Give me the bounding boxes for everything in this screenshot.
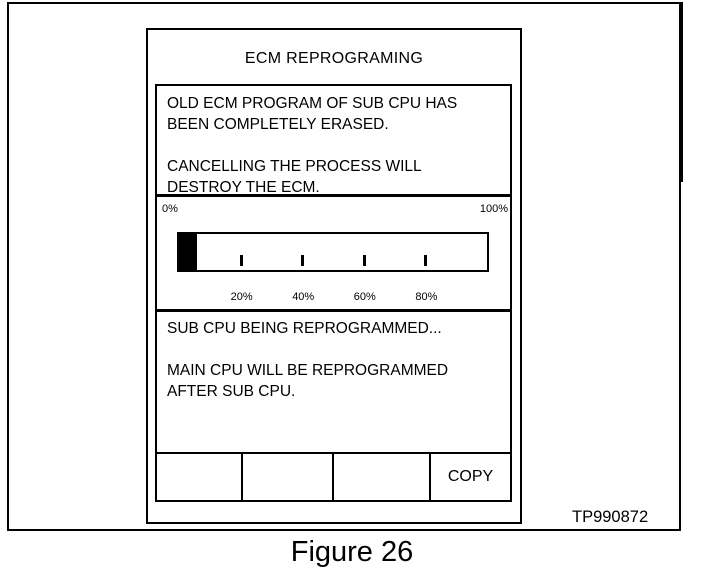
progress-tick-label: 40% xyxy=(292,291,315,303)
progress-bar xyxy=(177,232,489,272)
progress-max-label: 100% xyxy=(479,203,508,215)
progress-bar-fill xyxy=(179,234,198,270)
frame-edge-mark xyxy=(679,2,683,182)
status-text: SUB CPU BEING REPROGRAMMED... MAIN CPU W… xyxy=(167,320,449,400)
status-panel: SUB CPU BEING REPROGRAMMED... MAIN CPU W… xyxy=(155,310,512,454)
soft-key-row: COPY xyxy=(155,452,512,502)
illustration-frame xyxy=(7,2,681,531)
warning-message-panel: OLD ECM PROGRAM OF SUB CPU HAS BEEN COMP… xyxy=(155,84,512,196)
progress-tick xyxy=(362,255,366,266)
progress-tick-label: 80% xyxy=(415,291,438,303)
soft-key-1[interactable] xyxy=(157,454,243,500)
progress-min-label: 0% xyxy=(162,203,178,215)
progress-tick xyxy=(424,255,428,266)
progress-panel: 0% 100% 20% 40% 60% 80% xyxy=(155,195,512,311)
soft-key-3[interactable] xyxy=(334,454,431,500)
figure-id: TP990872 xyxy=(572,508,649,526)
progress-tick xyxy=(301,255,305,266)
warning-message-text: OLD ECM PROGRAM OF SUB CPU HAS BEEN COMP… xyxy=(167,95,458,196)
copy-button[interactable]: COPY xyxy=(447,468,494,485)
figure-caption: Figure 26 xyxy=(290,536,414,568)
tester-screen: ECM REPROGRAMING xyxy=(146,28,522,524)
progress-tick-label: 20% xyxy=(230,291,253,303)
soft-key-2[interactable] xyxy=(243,454,334,500)
screen-title: ECM REPROGRAMING xyxy=(244,50,424,67)
progress-tick-label: 60% xyxy=(353,291,376,303)
progress-tick xyxy=(239,255,243,266)
